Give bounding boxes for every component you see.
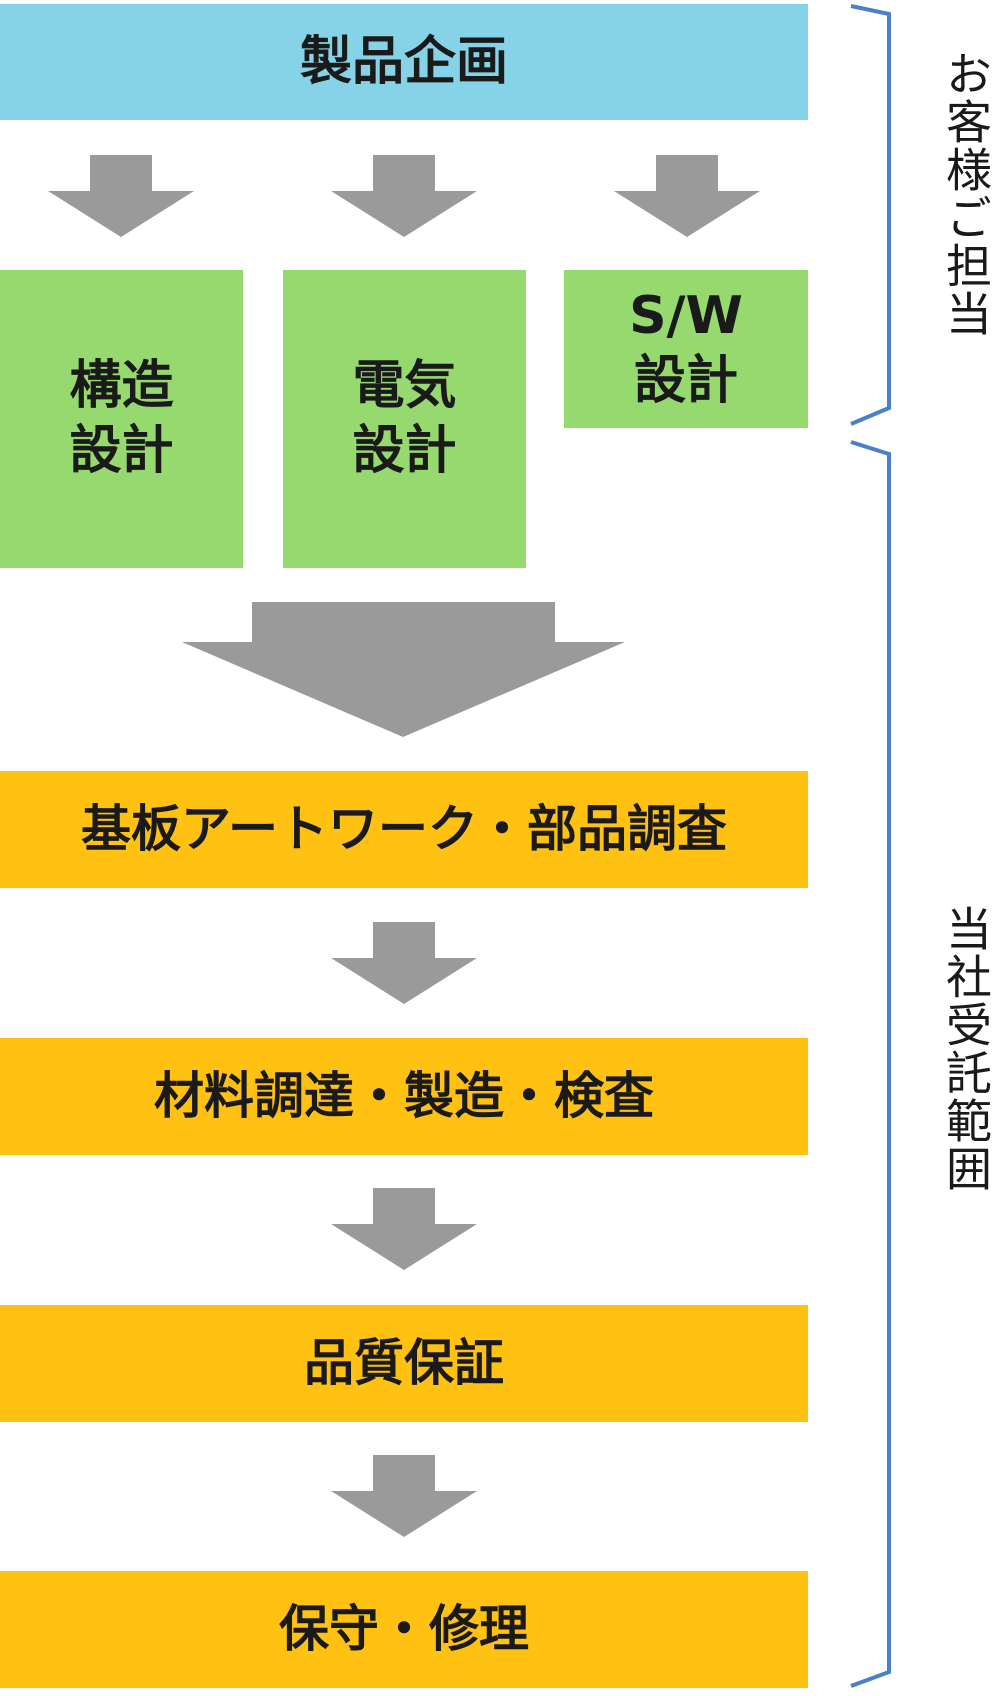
software-design-box: S/W 設計 — [564, 270, 808, 428]
arrow-down-icon — [614, 155, 760, 237]
product-planning-box: 製品企画 — [0, 4, 808, 120]
arrow-down-icon — [331, 1188, 477, 1270]
software-design-label: S/W 設計 — [629, 286, 743, 411]
artwork-parts-step: 基板アートワーク・部品調査 — [0, 771, 808, 888]
procurement-manufacturing-label: 材料調達・製造・検査 — [154, 1067, 654, 1126]
company-scope-label: 当社受託範囲 — [939, 905, 993, 1193]
electrical-design-box: 電気 設計 — [283, 270, 526, 568]
structural-design-box: 構造 設計 — [0, 270, 243, 568]
artwork-parts-label: 基板アートワーク・部品調査 — [81, 800, 727, 859]
customer-scope-bracket — [846, 0, 906, 434]
arrow-down-icon — [331, 155, 477, 237]
arrow-down-icon — [48, 155, 194, 237]
company-scope-bracket — [846, 436, 906, 1696]
arrow-down-icon — [331, 1455, 477, 1537]
customer-scope-label: お客様ご担当 — [939, 50, 993, 338]
quality-assurance-step: 品質保証 — [0, 1305, 808, 1422]
maintenance-repair-label: 保守・修理 — [279, 1600, 529, 1659]
maintenance-repair-step: 保守・修理 — [0, 1571, 808, 1688]
product-planning-label: 製品企画 — [299, 31, 508, 92]
electrical-design-label: 電気 設計 — [352, 356, 457, 481]
merge-arrow-icon — [182, 602, 625, 737]
quality-assurance-label: 品質保証 — [304, 1334, 504, 1393]
arrow-down-icon — [331, 922, 477, 1004]
structural-design-label: 構造 設計 — [69, 356, 174, 481]
procurement-manufacturing-step: 材料調達・製造・検査 — [0, 1038, 808, 1155]
